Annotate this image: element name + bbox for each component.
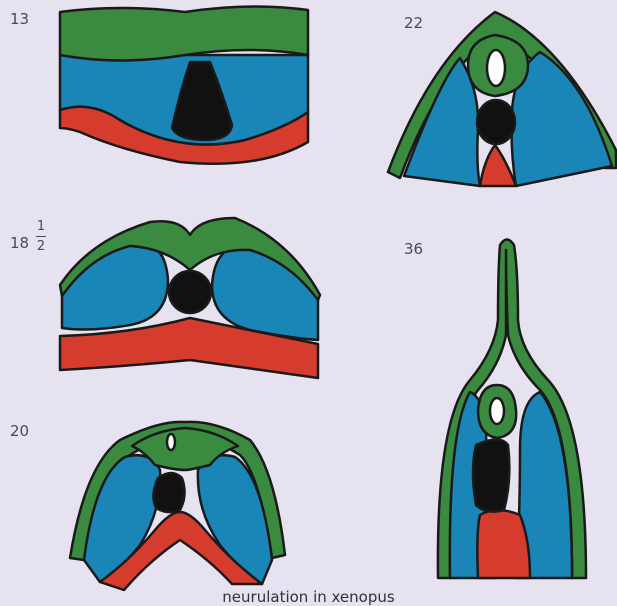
stage-label-20: 20: [10, 422, 29, 440]
stage-36-section: [438, 240, 586, 579]
stage-20-section: [70, 422, 285, 590]
stage-36-neural-lumen: [490, 398, 504, 424]
stage-20-notochord: [153, 473, 184, 512]
stage-22-section: [388, 12, 616, 186]
stage-20-neural-lumen: [167, 434, 175, 450]
stage-label-18-fraction-bar: [36, 236, 46, 237]
stage-label-18-whole: 18: [10, 234, 29, 252]
stage-label-18-numerator: 1: [36, 220, 46, 233]
stage-13-section: [60, 6, 308, 163]
stage-label-13: 13: [10, 10, 29, 28]
stage-label-18-denominator: 2: [36, 240, 46, 253]
stage-13-ectoderm: [60, 6, 308, 60]
stage-36-notochord: [473, 440, 509, 512]
stage-label-36: 36: [404, 240, 423, 258]
stage-36-endoderm: [477, 510, 530, 578]
stage-18-mesoderm-left: [62, 240, 168, 330]
stage-22-neural-lumen: [487, 50, 505, 86]
stage-22-endoderm: [480, 145, 516, 186]
stage-label-22: 22: [404, 14, 423, 32]
stage-22-notochord: [477, 100, 515, 144]
diagram-caption: neurulation in xenopus: [0, 588, 617, 606]
stage-18-half-section: [60, 218, 320, 378]
stage-18-notochord: [169, 271, 211, 313]
